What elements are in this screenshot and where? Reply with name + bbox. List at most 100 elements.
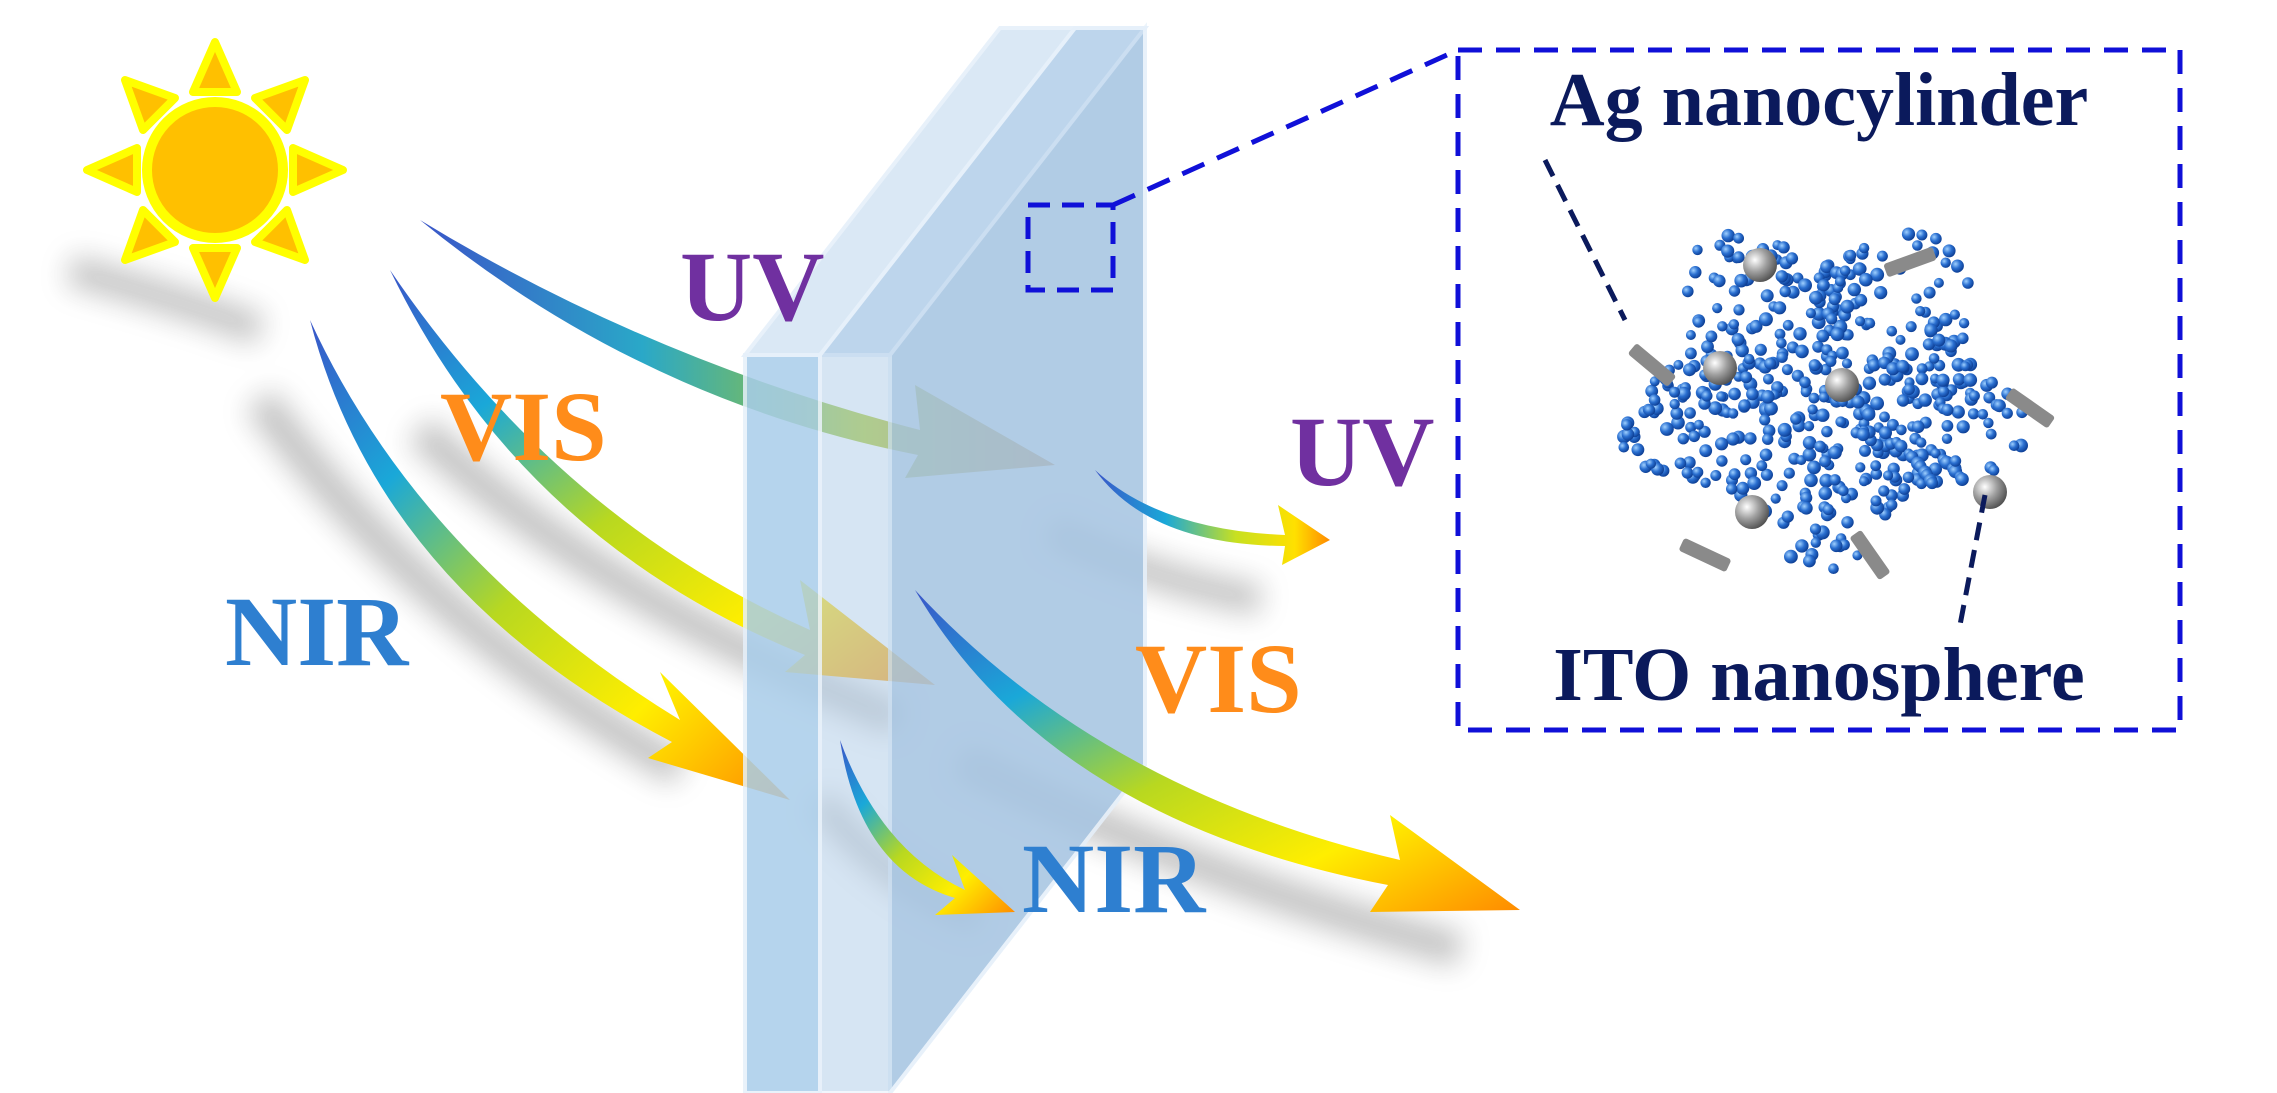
ito-nanosphere	[1955, 472, 1969, 486]
ito-nanosphere	[1649, 376, 1660, 387]
ito-nanosphere	[1643, 404, 1656, 416]
zoom-connector-line	[1111, 47, 1460, 208]
ito-nanosphere	[1669, 398, 1680, 410]
ito-nanosphere	[1841, 358, 1853, 369]
ito-nanosphere	[1957, 332, 1969, 345]
ito-nanosphere	[1681, 467, 1694, 479]
ito-nanosphere	[1689, 266, 1702, 279]
ito-nanosphere	[1795, 539, 1809, 553]
ito-nanosphere	[1852, 550, 1863, 561]
nanoparticle-cluster	[1617, 227, 2055, 580]
ito-nanosphere	[1930, 448, 1941, 459]
ito-nanosphere	[1677, 386, 1691, 401]
ito-nanosphere	[1926, 477, 1939, 490]
ito-nanosphere	[1840, 299, 1855, 314]
ito-nanosphere	[1839, 265, 1851, 277]
ito-nanosphere	[1944, 339, 1958, 353]
ito-nanosphere	[1785, 252, 1799, 265]
ito-nanosphere	[1886, 362, 1900, 376]
uv-transmitted-arrow	[1095, 470, 1330, 565]
ito-nanosphere	[1951, 259, 1964, 273]
ito-nanosphere	[1747, 476, 1762, 490]
ito-nanosphere	[1956, 420, 1970, 434]
ito-nanosphere	[1828, 563, 1839, 574]
ito-nanosphere	[1674, 457, 1687, 470]
ito-nanosphere	[1798, 278, 1812, 293]
ito-nanosphere	[1802, 436, 1817, 450]
ito-nanosphere	[1898, 483, 1911, 495]
ito-nanosphere	[1740, 371, 1753, 384]
ito-nanosphere	[1940, 257, 1951, 268]
ito-nanosphere	[1983, 417, 1994, 429]
ito-nanosphere	[1812, 307, 1826, 321]
ito-nanosphere	[1916, 229, 1928, 241]
ito-nanosphere	[1825, 313, 1838, 325]
ito-nanosphere	[1859, 272, 1873, 287]
ito-nanosphere	[1808, 392, 1820, 404]
ito-nanosphere	[1870, 396, 1884, 411]
ito-nanosphere	[1883, 470, 1894, 481]
ito-nanosphere	[1911, 293, 1922, 304]
ito-nanosphere	[1870, 460, 1882, 472]
sun-icon	[83, 38, 347, 302]
transmitted-arrows	[840, 470, 1520, 915]
ito-nanosphere	[1870, 267, 1885, 282]
ito-nanosphere	[1818, 391, 1830, 403]
ito-nanosphere	[1949, 455, 1962, 467]
ito-nanosphere	[1677, 433, 1690, 445]
ito-nanosphere	[2008, 440, 2020, 452]
ito-nanosphere	[1762, 433, 1774, 445]
ito-nanosphere	[1701, 340, 1714, 354]
ito-nanosphere	[1930, 232, 1942, 245]
ito-nanosphere	[1941, 420, 1954, 432]
ito-nanosphere	[1733, 304, 1745, 316]
ito-nanosphere	[1805, 308, 1816, 319]
ito-nanosphere	[1870, 495, 1882, 507]
ito-nanosphere	[1754, 343, 1767, 356]
ito-nanosphere	[1939, 312, 1953, 327]
ito-nanosphere	[1819, 473, 1834, 488]
ito-nanosphere	[1862, 407, 1876, 421]
ito-nanosphere	[1902, 471, 1915, 483]
ito-nanosphere	[1705, 330, 1718, 343]
ito-nanosphere	[1669, 386, 1680, 398]
ito-nanosphere	[1855, 462, 1866, 473]
ag-particle	[1743, 248, 1777, 282]
ito-nanosphere	[1821, 425, 1833, 438]
ito-nanosphere	[1851, 395, 1865, 409]
ito-nanosphere	[1867, 358, 1881, 372]
ito-nanosphere	[1799, 376, 1811, 389]
ito-nanosphere	[1928, 353, 1940, 364]
ito-nanosphere	[1790, 413, 1802, 425]
ito-nanosphere	[1949, 309, 1960, 320]
ito-nanosphere	[1841, 516, 1854, 529]
ito-nanosphere	[1781, 364, 1793, 376]
ito-nanosphere	[1938, 385, 1950, 398]
ito-nanosphere	[1715, 437, 1729, 451]
ito-nanosphere	[1918, 393, 1932, 407]
ito-nanosphere	[1896, 359, 1910, 373]
ito-nanosphere	[1728, 387, 1741, 401]
ito-nanosphere	[1776, 480, 1788, 492]
ito-nanosphere	[1716, 455, 1728, 467]
inset-panel: Ag nanocylinder ITO nanosphere	[1455, 47, 2183, 733]
ito-nanosphere	[1828, 293, 1841, 306]
ito-nanosphere	[1847, 282, 1862, 297]
ito-nanosphere	[1820, 260, 1833, 274]
ito-nanosphere	[1829, 539, 1843, 553]
ito-nanosphere	[1804, 421, 1815, 432]
ag-particle	[1825, 368, 1859, 402]
ito-nanosphere	[1852, 262, 1867, 276]
ito-nanosphere	[1760, 468, 1773, 481]
ito-nanosphere	[1793, 327, 1807, 341]
ito-nanosphere	[1962, 277, 1974, 289]
ito-nanosphere	[1886, 325, 1898, 337]
ito-nanosphere	[1660, 422, 1674, 436]
ito-nanosphere	[1963, 373, 1978, 387]
ito-nanosphere	[1894, 439, 1908, 453]
ito-nanosphere	[1631, 443, 1645, 457]
ito-nanosphere	[1743, 353, 1755, 365]
ito-nanosphere	[1878, 373, 1891, 386]
ag-particle	[1735, 495, 1769, 529]
